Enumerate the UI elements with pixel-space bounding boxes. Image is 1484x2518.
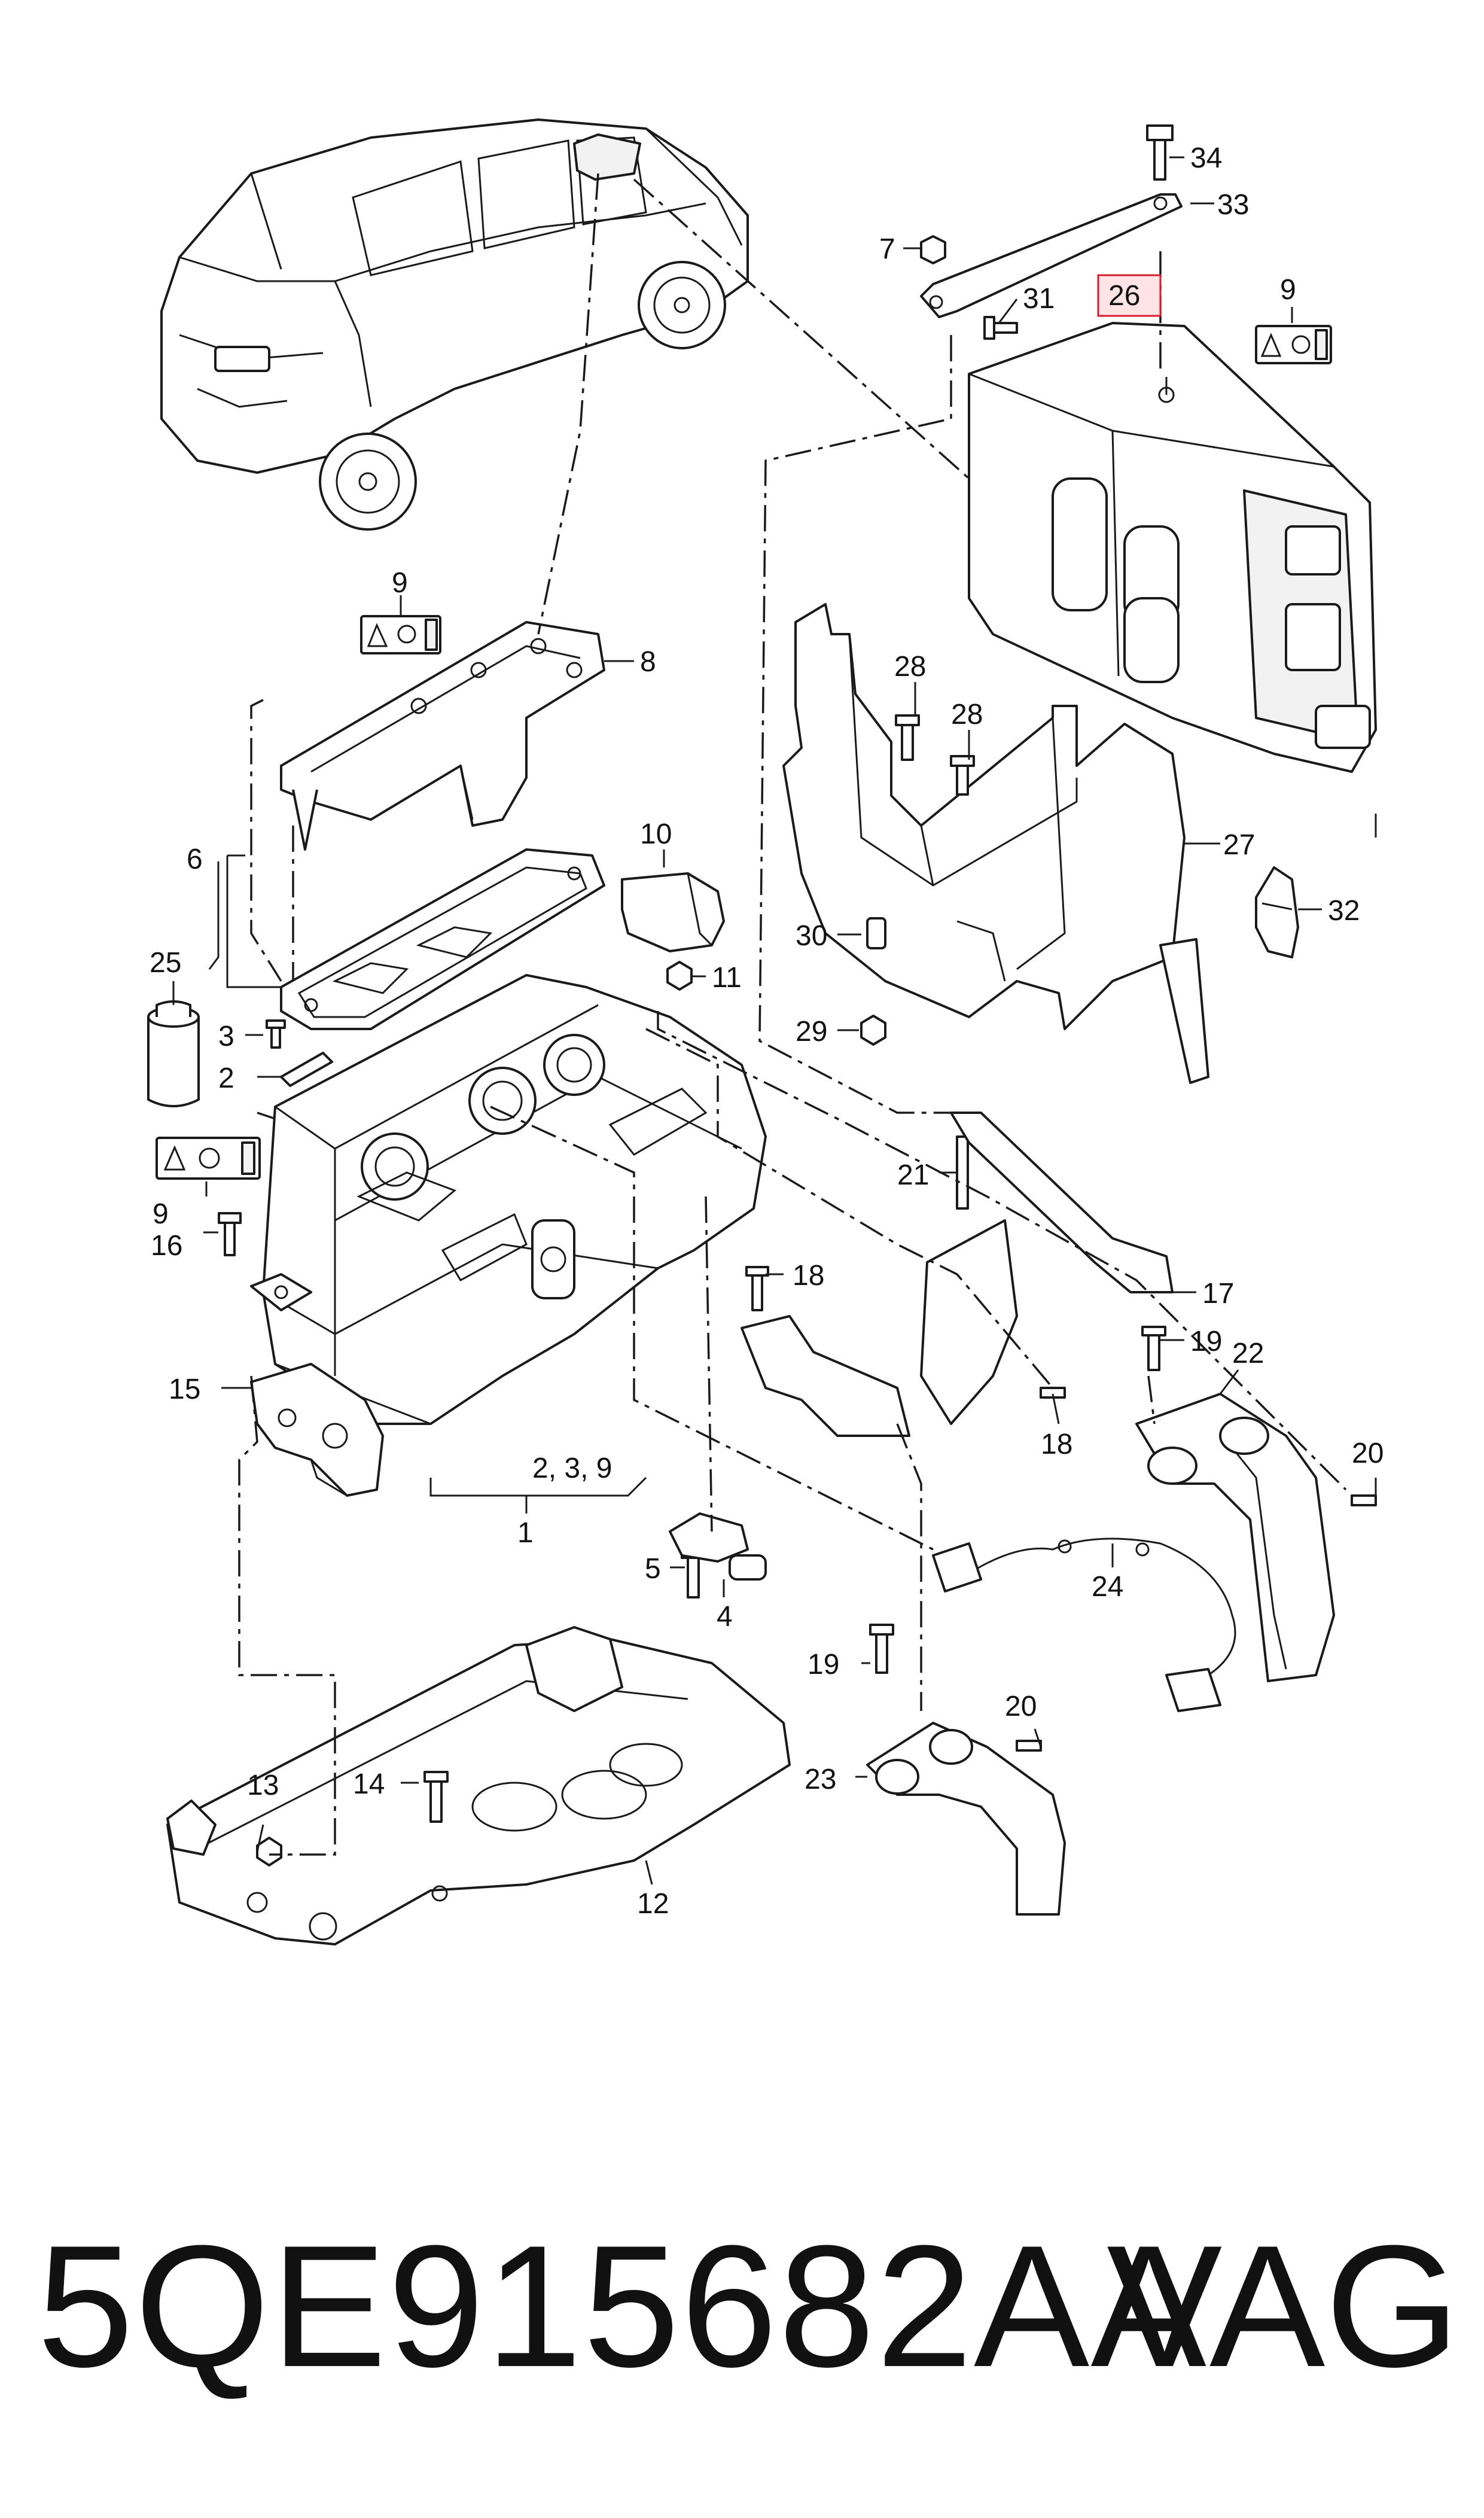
callout-15: 15	[169, 1374, 200, 1405]
callout-9-top-right: 9	[1280, 274, 1296, 306]
callout-11: 11	[712, 962, 742, 994]
callout-20-lower: 20	[1005, 1691, 1037, 1722]
callout-20-upper: 20	[1352, 1438, 1384, 1469]
housing-cover	[280, 621, 605, 851]
vehicle-illustration	[160, 118, 749, 531]
callout-28-lower: 28	[951, 699, 983, 730]
callout-10: 10	[640, 818, 672, 850]
callout-labels: 34 33 26 7 31 9 9 8 6 28 28 27 32 10 11 …	[150, 142, 1384, 1920]
mounting-bracket	[250, 1363, 384, 1497]
callout-21: 21	[897, 1159, 929, 1191]
callout-30: 30	[796, 920, 827, 952]
callout-34: 34	[1190, 142, 1222, 174]
callout-23: 23	[805, 1764, 836, 1795]
highlight-box	[1097, 274, 1162, 317]
fasteners	[218, 235, 1377, 1867]
callout-9-cover: 9	[392, 567, 408, 599]
dc-dc-converter	[968, 322, 1377, 773]
callout-33: 33	[1217, 189, 1249, 221]
callout-24: 24	[1092, 1571, 1123, 1603]
callout-14: 14	[353, 1768, 385, 1800]
callout-9-left: 9	[153, 1198, 169, 1230]
callout-2: 2	[218, 1062, 234, 1094]
callout-31: 31	[1023, 283, 1055, 315]
callout-19-lower: 19	[807, 1649, 839, 1680]
callout-28-upper: 28	[894, 651, 926, 683]
foam-block	[621, 872, 725, 952]
callout-27: 27	[1223, 829, 1255, 861]
brand-name: VAG	[1107, 2209, 1460, 2403]
housing-gasket	[280, 848, 605, 1030]
small-clip-bracket	[1255, 866, 1299, 958]
callout-22: 22	[1232, 1338, 1264, 1369]
warning-label	[1255, 325, 1332, 364]
callout-25: 25	[150, 947, 181, 979]
warning-label	[360, 615, 441, 654]
callout-7: 7	[879, 233, 895, 265]
callout-3: 3	[218, 1021, 234, 1052]
callout-26: 26	[1108, 280, 1140, 312]
wiring-harness	[932, 1537, 1236, 1712]
callout-1: 1	[517, 1517, 534, 1549]
callout-8: 8	[640, 646, 656, 678]
support-arm-bracket	[741, 1112, 1174, 1437]
sealant-bottle	[147, 1000, 200, 1107]
callout-5: 5	[645, 1553, 661, 1585]
callout-4: 4	[717, 1601, 733, 1633]
callout-18-upper: 18	[793, 1260, 824, 1292]
converter-housing	[250, 974, 767, 1425]
warning-label	[156, 1137, 261, 1180]
callout-29: 29	[796, 1016, 827, 1048]
leader-lines	[172, 156, 1377, 1885]
callout-32: 32	[1328, 895, 1360, 927]
part-number: 5QE915682AA	[37, 2209, 1208, 2403]
coolant-hose-upper	[1135, 1393, 1335, 1682]
coolant-hose-lower	[866, 1722, 1066, 1916]
retaining-strap	[920, 124, 1183, 318]
callout-12: 12	[637, 1888, 669, 1920]
underbody-shield	[166, 1626, 791, 1945]
assembly-lines	[238, 173, 1347, 1856]
callout-13: 13	[247, 1770, 279, 1801]
callout-2-3-9: 2, 3, 9	[532, 1453, 612, 1484]
callout-18-lower: 18	[1041, 1429, 1072, 1460]
callout-16: 16	[151, 1230, 182, 1262]
callout-19-upper: 19	[1190, 1326, 1222, 1357]
callout-6: 6	[187, 844, 203, 875]
callout-17: 17	[1202, 1278, 1234, 1310]
